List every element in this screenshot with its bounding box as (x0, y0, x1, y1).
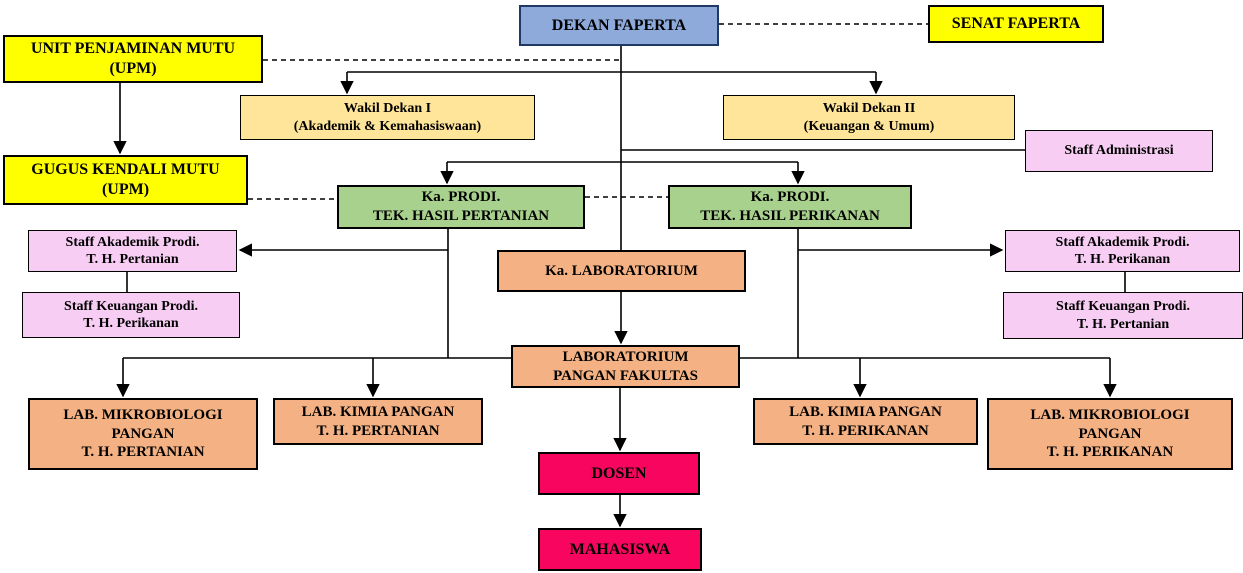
node-gugus-kendali-mutu: GUGUS KENDALI MUTU (UPM) (3, 155, 248, 205)
node-staff-keuangan-perikanan: Staff Keuangan Prodi. T. H. Perikanan (22, 292, 240, 338)
dashed-connectors (248, 23, 928, 200)
node-staff-administrasi: Staff Administrasi (1025, 130, 1213, 172)
node-staff-keuangan-pertanian: Staff Keuangan Prodi. T. H. Pertanian (1003, 292, 1243, 339)
node-wakil-dekan-1: Wakil Dekan I (Akademik & Kemahasiswaan) (240, 95, 535, 140)
node-laboratorium-pangan-fakultas: LABORATORIUM PANGAN FAKULTAS (511, 345, 740, 388)
node-prodi-tek-hasil-pertanian: Ka. PRODI. TEK. HASIL PERTANIAN (337, 185, 585, 229)
node-staff-akademik-perikanan: Staff Akademik Prodi. T. H. Perikanan (1005, 230, 1240, 272)
node-dekan-faperta: DEKAN FAPERTA (519, 5, 719, 46)
node-lab-kimia-pertanian: LAB. KIMIA PANGAN T. H. PERTANIAN (273, 398, 483, 445)
node-senat-faperta: SENAT FAPERTA (928, 5, 1104, 43)
node-staff-akademik-pertanian: Staff Akademik Prodi. T. H. Pertanian (28, 230, 237, 272)
node-ka-laboratorium: Ka. LABORATORIUM (497, 250, 746, 292)
node-dosen: DOSEN (538, 452, 700, 495)
node-lab-kimia-perikanan: LAB. KIMIA PANGAN T. H. PERIKANAN (753, 398, 978, 445)
node-prodi-tek-hasil-perikanan: Ka. PRODI. TEK. HASIL PERIKANAN (668, 185, 912, 229)
node-unit-penjaminan-mutu: UNIT PENJAMINAN MUTU (UPM) (3, 35, 263, 83)
node-mahasiswa: MAHASISWA (538, 528, 702, 571)
node-wakil-dekan-2: Wakil Dekan II (Keuangan & Umum) (723, 95, 1015, 140)
node-lab-mikrobiologi-pertanian: LAB. MIKROBIOLOGI PANGAN T. H. PERTANIAN (28, 398, 258, 470)
solid-connectors (113, 45, 1126, 528)
node-lab-mikrobiologi-perikanan: LAB. MIKROBIOLOGI PANGAN T. H. PERIKANAN (987, 398, 1233, 470)
